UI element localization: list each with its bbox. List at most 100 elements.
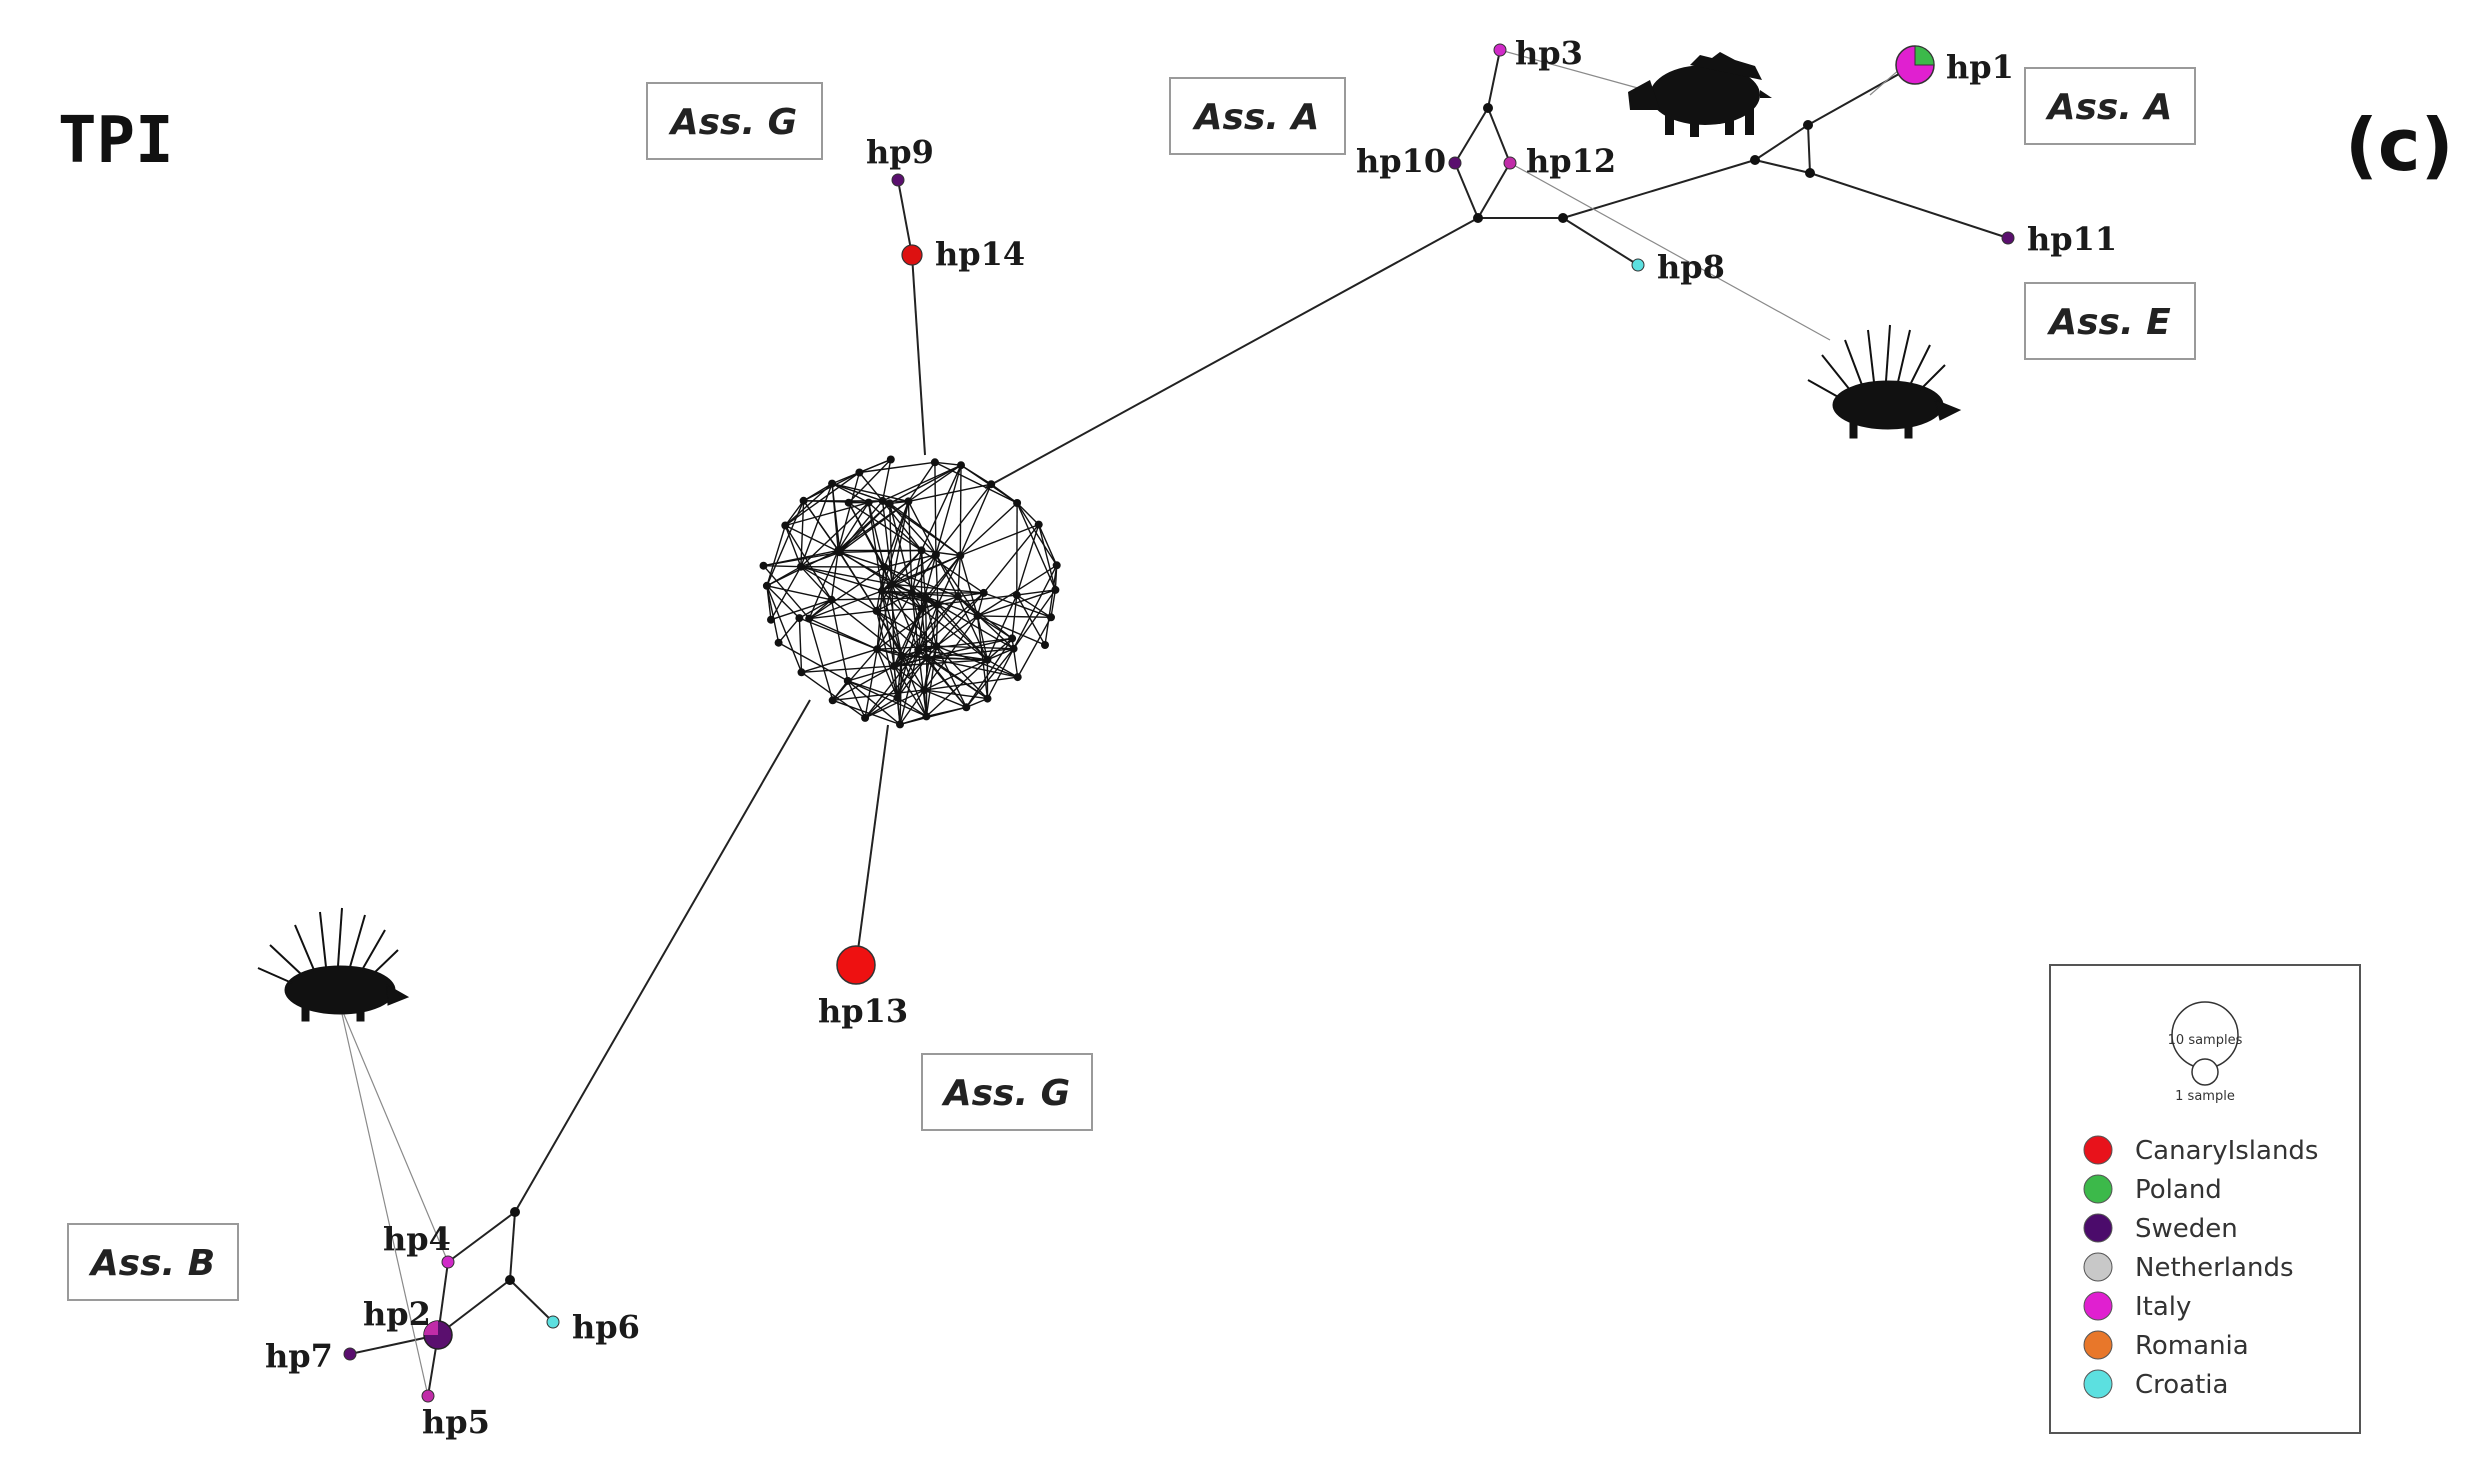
haplotype-node-hp11	[2001, 231, 2015, 245]
cluster-edge	[800, 500, 805, 567]
cluster-edge	[808, 618, 834, 701]
haplotype-node-hp7	[343, 1347, 357, 1361]
cluster-edge	[784, 471, 860, 527]
cluster-node	[873, 645, 882, 654]
cluster-edge	[893, 665, 925, 691]
cluster-node	[797, 668, 806, 677]
assemblage-box: Ass. A	[1169, 77, 1346, 155]
cluster-edge	[921, 549, 961, 557]
cluster-node	[774, 638, 783, 647]
cluster-edge	[875, 610, 903, 657]
cluster-node	[962, 703, 971, 712]
cluster-node	[907, 588, 916, 597]
median-vector-cluster	[759, 455, 1061, 729]
cluster-edge	[808, 590, 883, 620]
legend-label-italy: Italy	[2135, 1292, 2191, 1322]
cluster-edge	[837, 550, 878, 612]
cluster-edge	[901, 655, 988, 661]
cluster-node	[979, 588, 988, 597]
cluster-node	[896, 720, 904, 729]
cluster-edge	[911, 592, 928, 658]
cluster-edge	[977, 615, 1013, 639]
cluster-edge	[784, 525, 802, 567]
cluster-node	[956, 551, 965, 560]
cluster-node	[781, 521, 790, 530]
cluster-edge	[908, 464, 962, 502]
cluster-edge	[801, 648, 878, 673]
cluster-node	[880, 563, 889, 572]
cluster-edge	[987, 648, 1014, 661]
cluster-node	[1009, 644, 1018, 653]
cluster-edge	[976, 615, 989, 660]
cluster-edge	[876, 648, 899, 698]
cluster-node	[893, 693, 902, 702]
cluster-edge	[876, 610, 919, 651]
cluster-edge	[1016, 502, 1058, 566]
legend-label-romania: Romania	[2135, 1331, 2249, 1361]
cluster-edge	[911, 592, 919, 650]
cluster-edge	[864, 697, 898, 719]
cluster-edge	[959, 465, 962, 556]
svg-text:Ass. A: Ass. A	[1192, 97, 1320, 138]
cluster-edge	[908, 483, 992, 503]
cluster-node	[843, 676, 852, 685]
haplotype-node-hp5	[421, 1389, 435, 1403]
legend: 10 samples 1 sample CanaryIslandsPolandS…	[2049, 964, 2361, 1434]
cluster-edge	[837, 502, 870, 551]
label-hp1: hp1	[1946, 48, 2014, 86]
cluster-node	[932, 642, 941, 651]
cluster-edge	[935, 554, 979, 617]
cluster-edge	[1017, 616, 1052, 678]
cluster-edge	[859, 458, 892, 474]
cluster-edge	[1016, 502, 1057, 591]
legend-swatch-canaryislands	[2083, 1135, 2113, 1165]
cluster-node	[987, 480, 996, 489]
cluster-node	[953, 592, 962, 601]
cluster-edge	[876, 610, 937, 647]
cluster-edge	[883, 566, 903, 657]
cluster-node	[1008, 634, 1017, 643]
haplotype-node-hp3	[1493, 43, 1507, 57]
cluster-node	[904, 497, 913, 506]
legend-label-netherlands: Netherlands	[2135, 1253, 2294, 1283]
cluster-edge	[847, 680, 927, 718]
cluster-node	[917, 546, 926, 555]
cluster-edge	[959, 555, 979, 617]
cluster-edge	[762, 565, 810, 620]
svg-text:Ass. E: Ass. E	[2046, 302, 2171, 343]
legend-swatch-poland	[2083, 1174, 2113, 1204]
cluster-edge	[832, 680, 849, 701]
cluster-edge	[800, 566, 877, 612]
cluster-node	[878, 586, 886, 595]
cluster-edge	[983, 524, 1040, 594]
cluster-edge	[831, 482, 869, 504]
cluster-edge	[848, 502, 922, 551]
label-hp2: hp2	[363, 1295, 431, 1333]
cluster-node	[828, 696, 837, 705]
cluster-edge	[837, 472, 861, 551]
cluster-node	[855, 468, 864, 477]
cluster-node	[890, 662, 899, 670]
cluster-edge	[784, 524, 841, 553]
cluster-edge	[917, 592, 985, 651]
label-hp10: hp10	[1356, 142, 1446, 180]
cluster-edge	[889, 502, 961, 557]
cluster-node	[921, 593, 930, 602]
cluster-edge	[920, 464, 962, 551]
network-edges	[349, 49, 2009, 1397]
label-hp7: hp7	[265, 1337, 333, 1375]
cluster-edge	[911, 550, 923, 594]
cluster-edge	[937, 603, 1014, 650]
cluster-edge	[784, 525, 833, 601]
porcupine-icon	[257, 907, 410, 1022]
cluster-edge	[926, 637, 1013, 659]
cluster-edge	[965, 648, 1015, 708]
cluster-edge	[848, 502, 885, 568]
cluster-node	[917, 604, 926, 613]
cluster-node	[922, 712, 931, 721]
cluster-edge	[881, 590, 912, 594]
cluster-node	[888, 580, 896, 589]
cluster-edge	[831, 482, 909, 503]
cluster-edge	[766, 566, 802, 587]
haplotype-node-hp13	[836, 945, 876, 985]
